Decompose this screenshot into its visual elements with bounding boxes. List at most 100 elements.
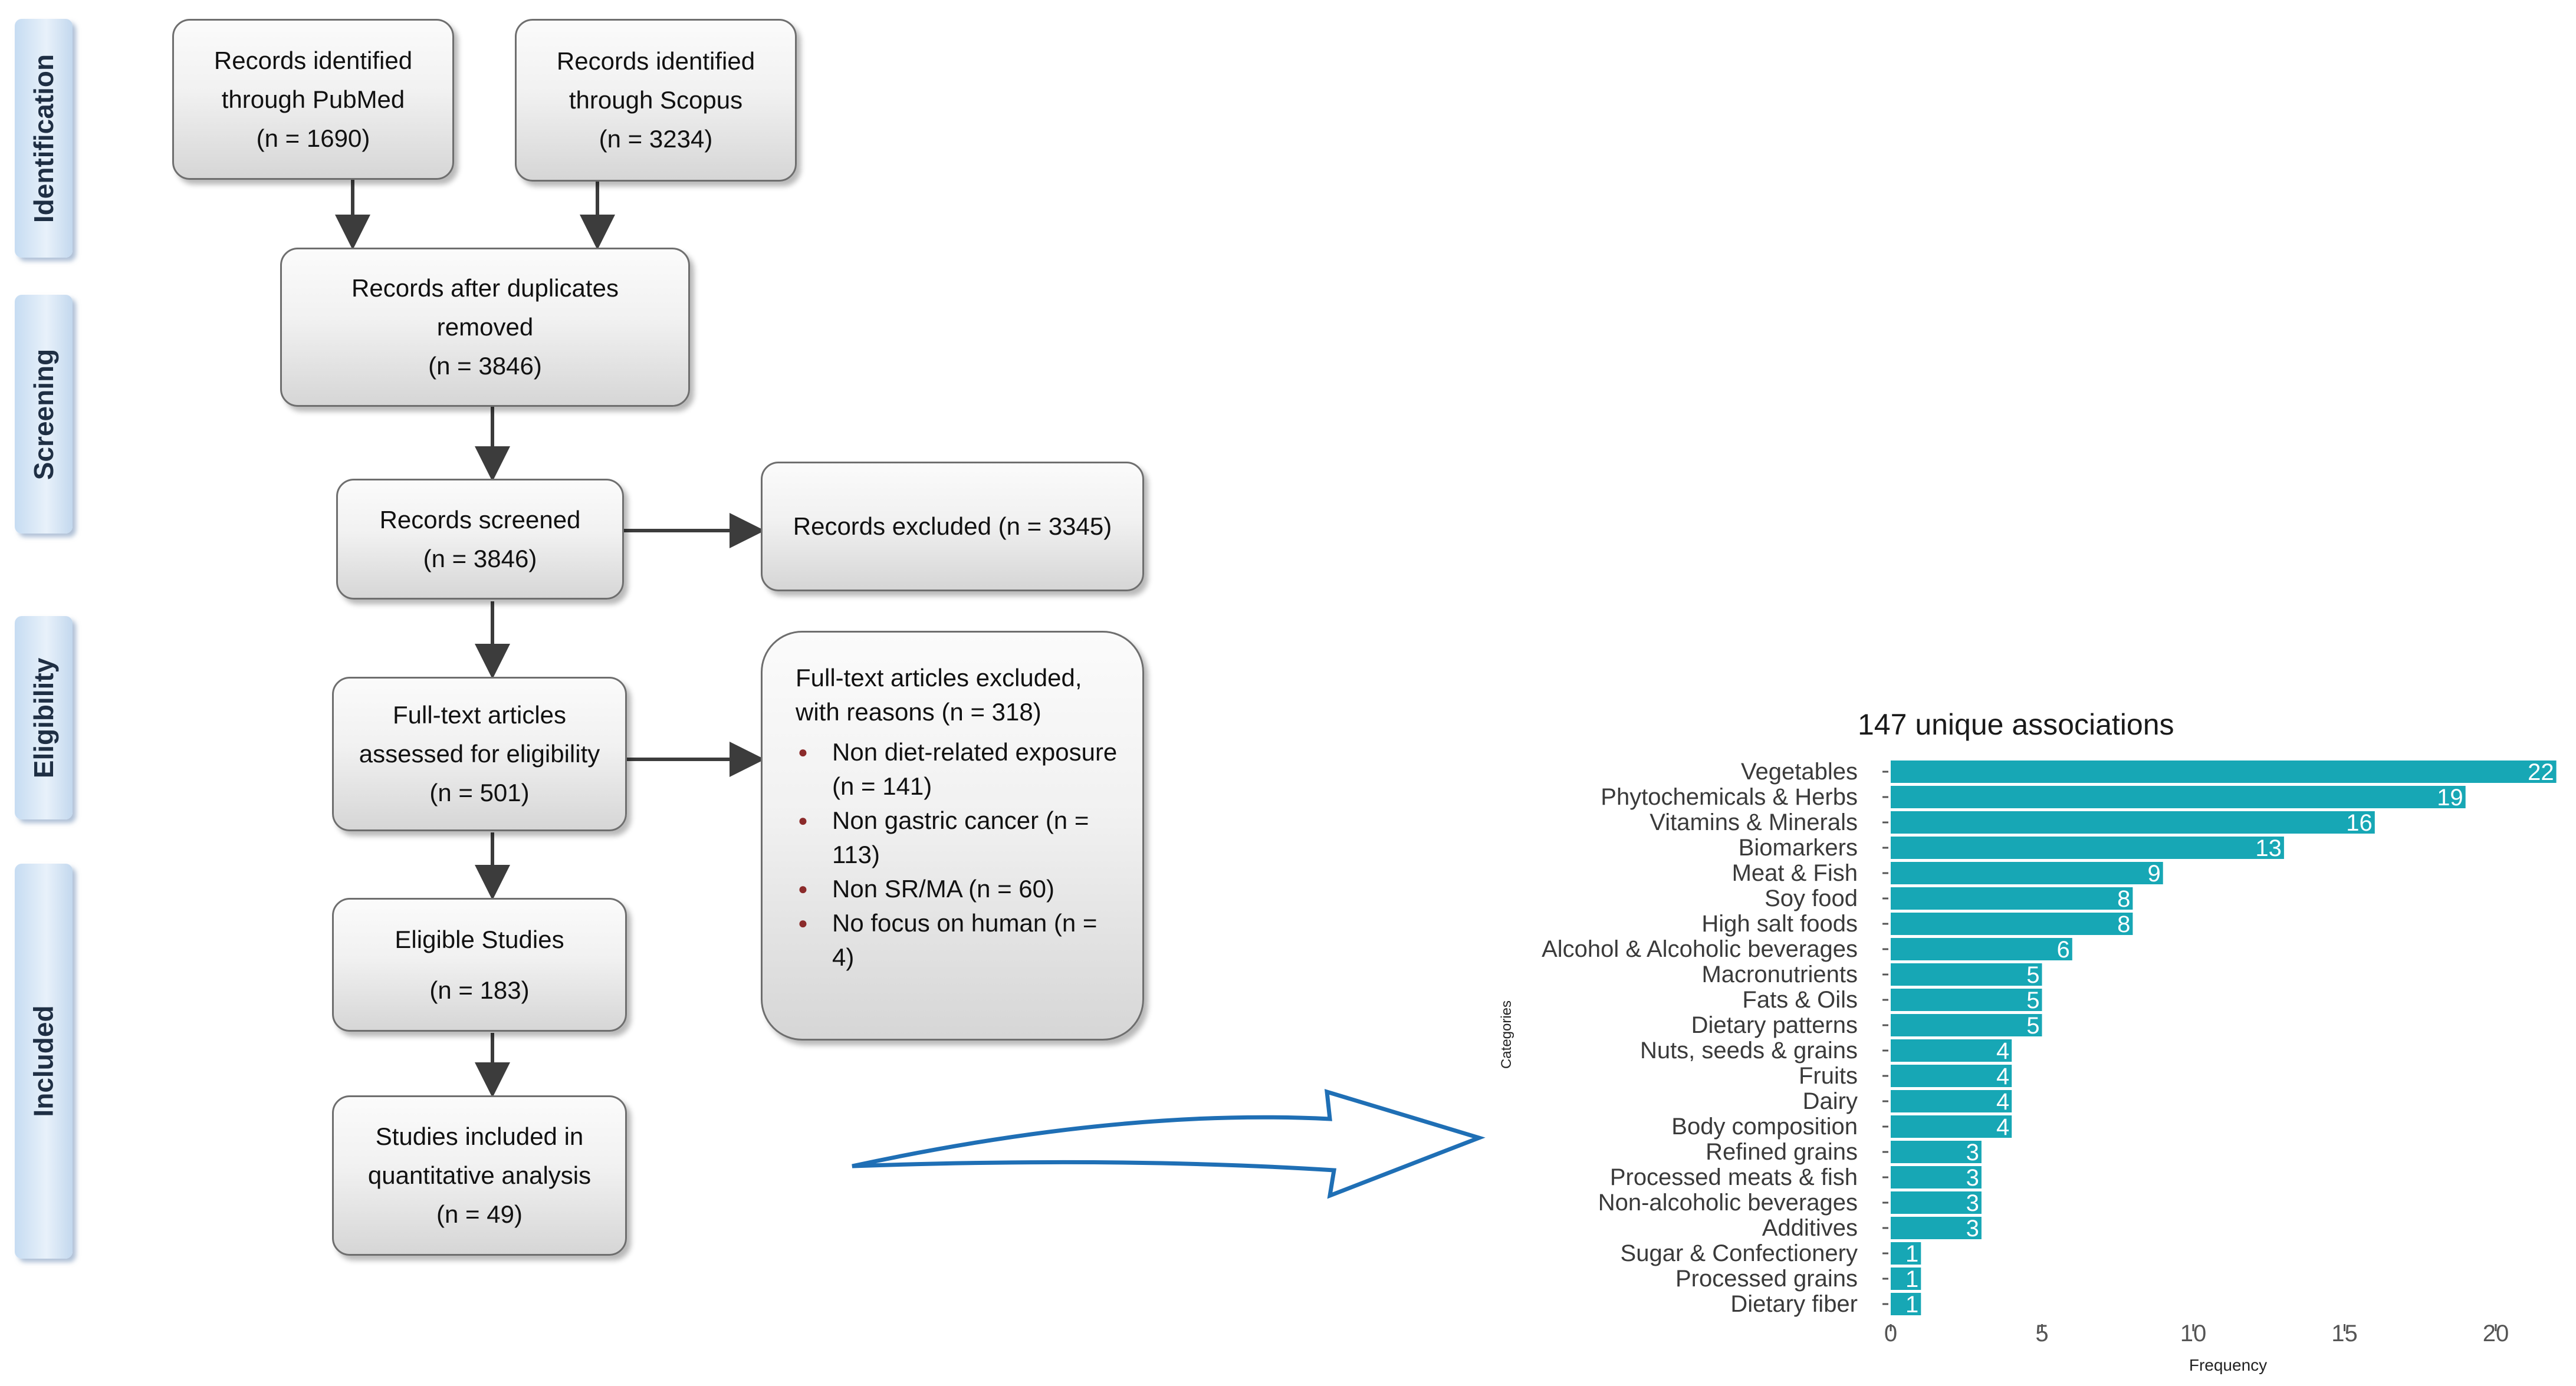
bar xyxy=(1891,1217,1982,1239)
bar-value-label: 5 xyxy=(2026,962,2039,988)
box-fulltext-assessed: Full-text articles assessed for eligibil… xyxy=(332,677,627,831)
box-line: Records after duplicates xyxy=(351,274,619,302)
stage-identification: Identification xyxy=(15,19,73,258)
box-records-screened: Records screened (n = 3846) xyxy=(336,479,624,600)
bar xyxy=(1891,913,2133,935)
category-label: Vitamins & Minerals xyxy=(1650,809,1858,835)
category-label: Nuts, seeds & grains xyxy=(1639,1038,1858,1064)
box-records-excluded: Records excluded (n = 3345) xyxy=(761,462,1144,591)
bar-value-label: 3 xyxy=(1966,1165,1979,1191)
bar xyxy=(1891,862,2163,884)
category-label: Dietary patterns xyxy=(1691,1012,1858,1038)
box-line: removed xyxy=(436,313,534,341)
big-arrow-to-chart xyxy=(852,1089,1486,1199)
box-line: assessed for eligibility xyxy=(359,740,600,768)
bar-value-label: 3 xyxy=(1966,1190,1979,1216)
box-line: (n = 1690) xyxy=(256,124,370,152)
bar xyxy=(1891,1166,1982,1189)
category-label: Processed meats & fish xyxy=(1609,1164,1858,1190)
box-line: quantitative analysis xyxy=(367,1161,592,1189)
bar xyxy=(1891,1014,2042,1036)
stage-eligibility: Eligibility xyxy=(15,616,73,819)
bar xyxy=(1891,1039,2012,1062)
bar-value-label: 1 xyxy=(1905,1266,1918,1292)
bar xyxy=(1891,837,2284,859)
box-line: Records screened xyxy=(379,505,581,534)
stage-included: Included xyxy=(15,864,73,1259)
box-line: (n = 183) xyxy=(429,976,530,1004)
bar xyxy=(1891,989,2042,1011)
bar xyxy=(1891,1242,1921,1265)
chart-x-axis-label: Frequency xyxy=(2189,1356,2268,1374)
category-label: Non-alcoholic beverages xyxy=(1598,1190,1858,1216)
bar-value-label: 19 xyxy=(2437,785,2463,811)
category-label: Refined grains xyxy=(1706,1139,1858,1165)
exclusion-reason: Non gastric cancer (n = 113) xyxy=(796,804,1119,872)
bar-value-label: 4 xyxy=(1996,1064,2009,1089)
category-label: Phytochemicals & Herbs xyxy=(1601,784,1858,810)
bar-value-label: 8 xyxy=(2117,886,2130,912)
chart-title: 147 unique associations xyxy=(1858,708,2174,741)
category-label: Biomarkers xyxy=(1738,835,1858,861)
exclusion-reasons: Non diet-related exposure (n = 141) Non … xyxy=(796,735,1119,975)
bar xyxy=(1891,1191,1982,1214)
bar xyxy=(1891,1065,2012,1087)
category-label: Sugar & Confectionery xyxy=(1620,1240,1858,1266)
bar xyxy=(1891,963,2042,986)
bar xyxy=(1891,811,2375,834)
box-duplicates-removed: Records after duplicates removed (n = 38… xyxy=(280,248,690,407)
bar-value-label: 4 xyxy=(1996,1038,2009,1064)
category-label: Alcohol & Alcoholic beverages xyxy=(1542,936,1858,962)
box-pubmed: Records identified through PubMed (n = 1… xyxy=(172,19,454,180)
category-label: High salt foods xyxy=(1701,911,1858,937)
excluded-heading: Full-text articles excluded, xyxy=(796,664,1082,692)
category-label: Processed grains xyxy=(1675,1266,1858,1292)
bar-value-label: 3 xyxy=(1966,1216,1979,1242)
box-fulltext-excluded: Full-text articles excluded, with reason… xyxy=(761,631,1144,1041)
bar-value-label: 8 xyxy=(2117,911,2130,937)
box-line: Records identified xyxy=(556,47,755,75)
exclusion-reason: Non SR/MA (n = 60) xyxy=(796,872,1119,906)
box-line: (n = 3846) xyxy=(423,544,537,572)
bar-value-label: 6 xyxy=(2057,937,2070,963)
bar-value-label: 5 xyxy=(2026,987,2039,1013)
box-scopus: Records identified through Scopus (n = 3… xyxy=(515,19,797,182)
box-studies-included: Studies included in quantitative analysi… xyxy=(332,1095,627,1256)
category-label: Dairy xyxy=(1802,1088,1858,1114)
box-line: through PubMed xyxy=(221,85,405,113)
bar-value-label: 5 xyxy=(2026,1013,2039,1039)
bar-value-label: 16 xyxy=(2346,810,2373,836)
box-line: through Scopus xyxy=(569,86,743,114)
bar-value-label: 22 xyxy=(2528,759,2554,785)
x-tick-label: 5 xyxy=(2035,1321,2049,1347)
category-label: Soy food xyxy=(1765,885,1858,911)
bar xyxy=(1891,1293,1921,1315)
bar-value-label: 4 xyxy=(1996,1089,2009,1115)
bar-value-label: 1 xyxy=(1905,1241,1918,1267)
bar xyxy=(1891,761,2557,783)
box-line: (n = 501) xyxy=(429,779,530,806)
bar xyxy=(1891,938,2072,960)
box-line: Records identified xyxy=(213,46,413,74)
bar xyxy=(1891,1268,1921,1290)
exclusion-reason: No focus on human (n = 4) xyxy=(796,906,1119,975)
category-label: Meat & Fish xyxy=(1731,860,1858,886)
bar-value-label: 13 xyxy=(2255,835,2282,861)
bar-value-label: 3 xyxy=(1966,1140,1979,1166)
category-label: Vegetables xyxy=(1741,759,1858,785)
bar-value-label: 4 xyxy=(1996,1114,2009,1140)
box-line: (n = 49) xyxy=(436,1200,523,1228)
bar xyxy=(1891,1090,2012,1112)
bar xyxy=(1891,786,2466,808)
box-eligible-studies: Eligible Studies (n = 183) xyxy=(332,898,627,1032)
bar xyxy=(1891,1115,2012,1138)
category-label: Body composition xyxy=(1671,1114,1858,1140)
box-line: Studies included in xyxy=(375,1122,584,1150)
category-label: Additives xyxy=(1762,1215,1858,1241)
box-line: (n = 3234) xyxy=(599,125,713,153)
box-line: Eligible Studies xyxy=(395,925,564,953)
stage-screening: Screening xyxy=(15,295,73,534)
excluded-heading: with reasons (n = 318) xyxy=(796,698,1041,726)
category-label: Fats & Oils xyxy=(1742,987,1858,1013)
